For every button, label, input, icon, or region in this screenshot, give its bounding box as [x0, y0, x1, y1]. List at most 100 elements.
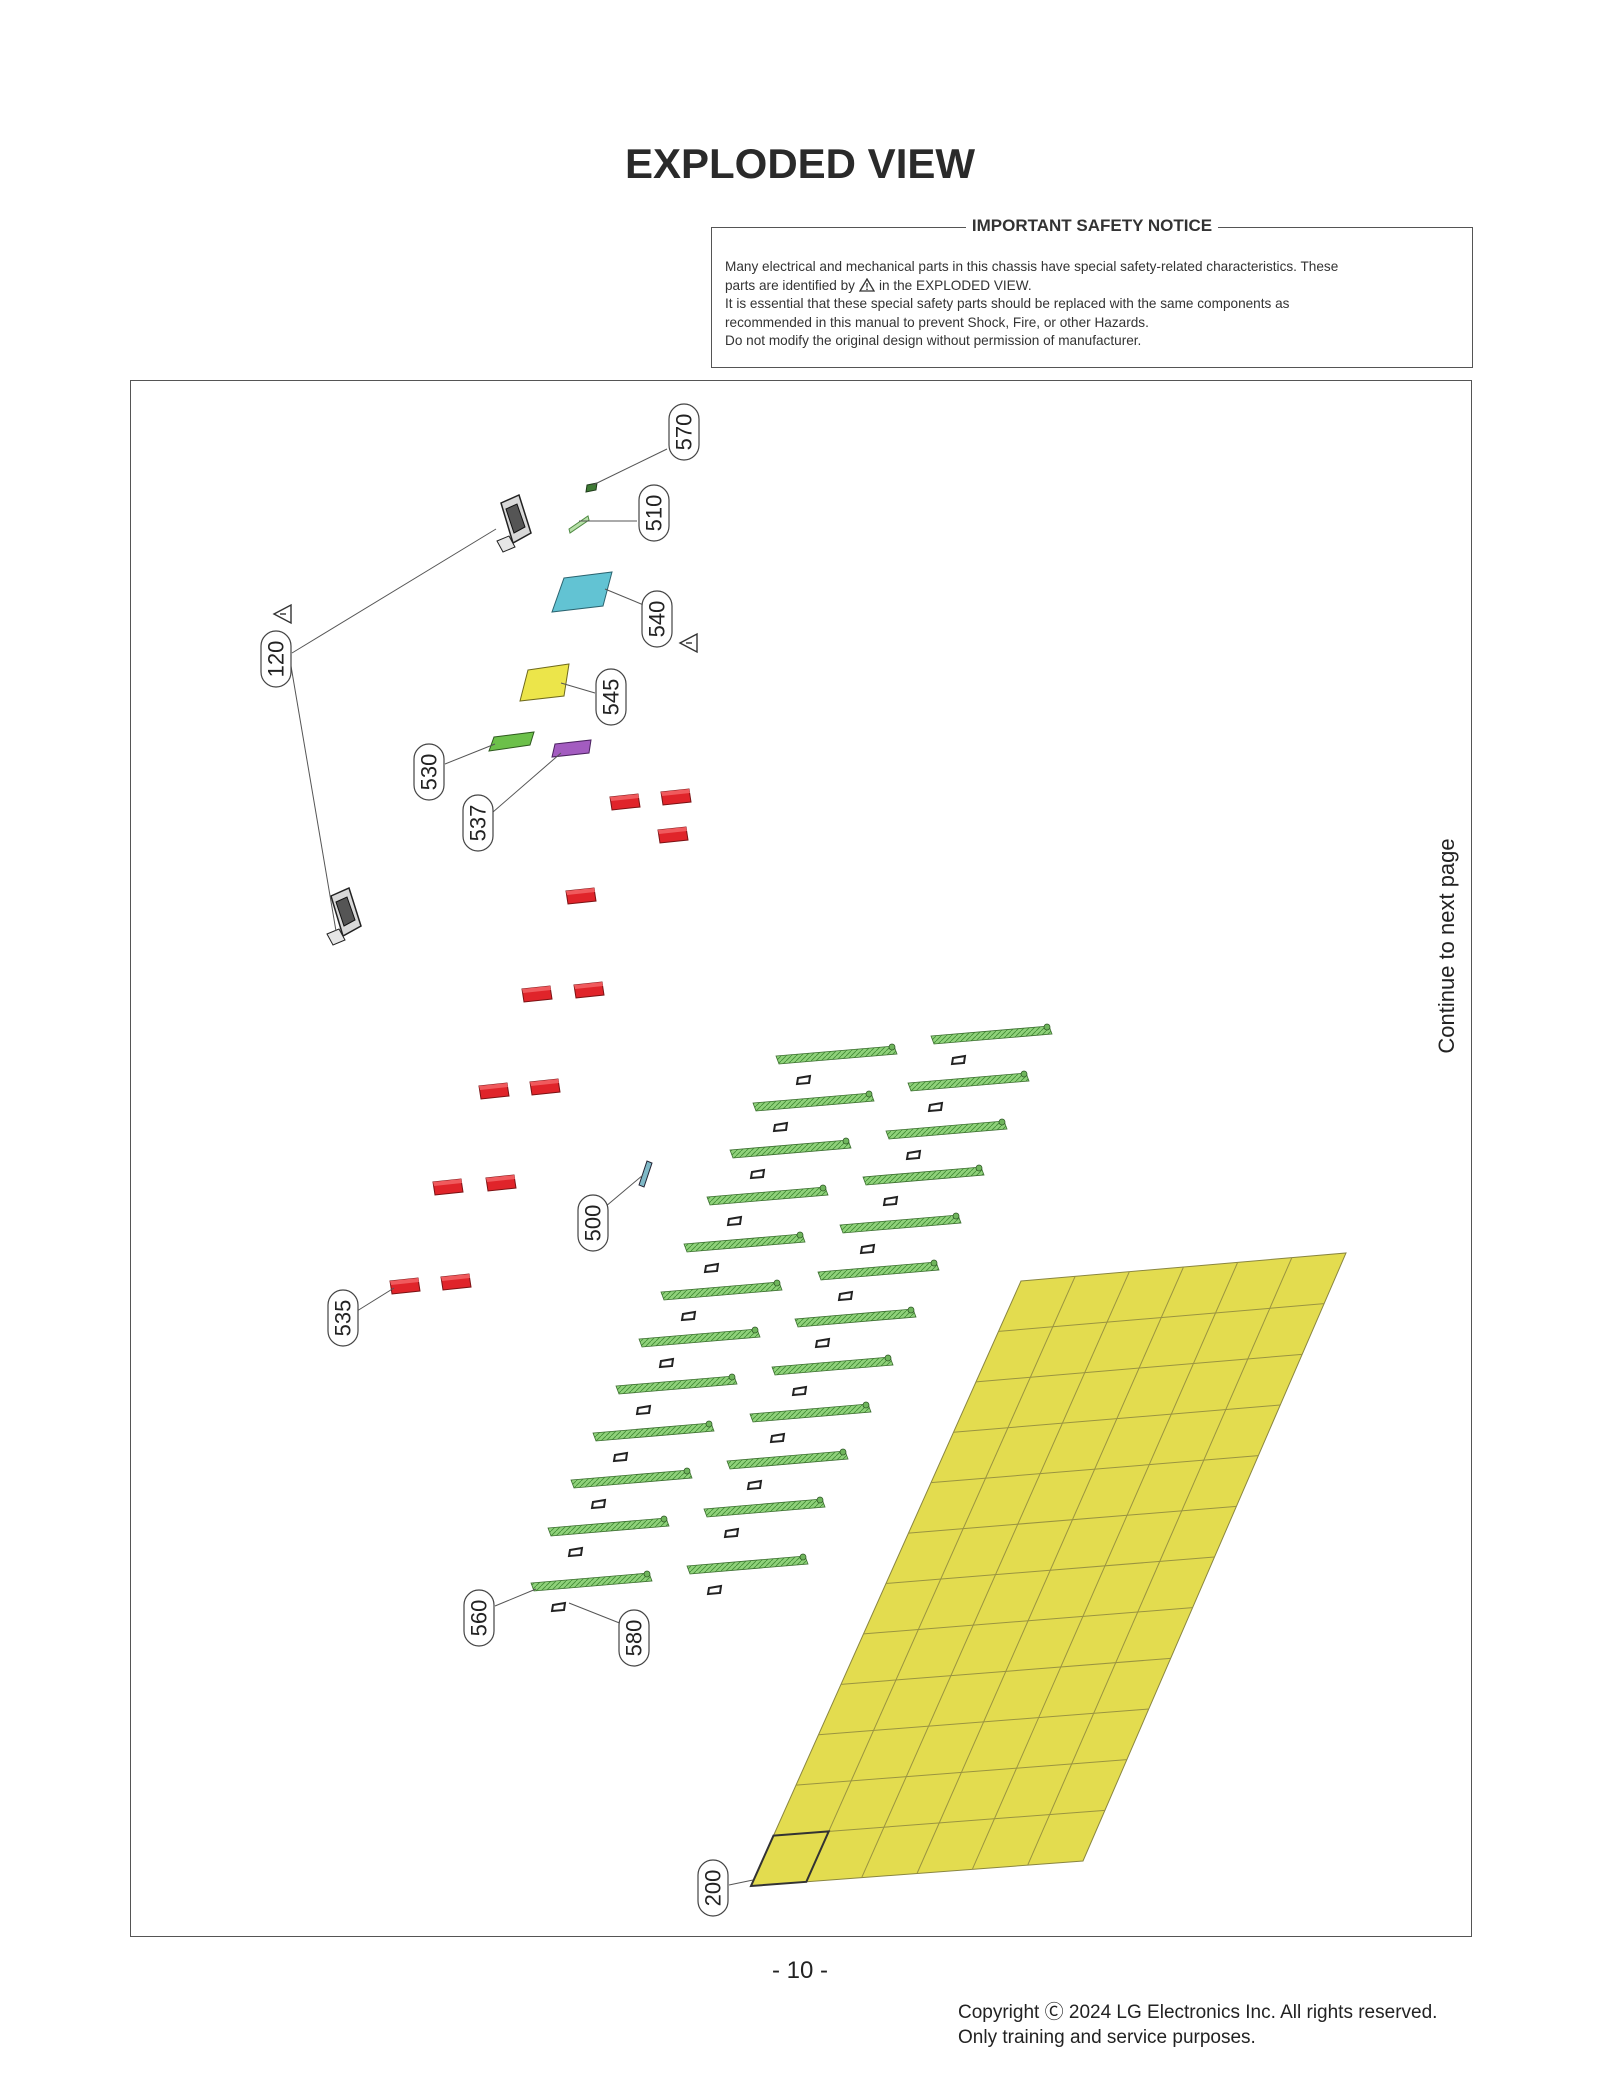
safety-notice-body: Many electrical and mechanical parts in … [725, 258, 1459, 351]
led-connector [796, 1231, 804, 1239]
callout-leader [568, 1602, 623, 1625]
led-clip [723, 1527, 740, 1539]
red-part-top [390, 1278, 419, 1285]
notice-line-4: recommended in this manual to prevent Sh… [725, 314, 1149, 330]
red-part-top [658, 827, 687, 834]
led-bar [726, 1450, 849, 1470]
led-connector [819, 1184, 827, 1192]
callout-label: 540 [645, 601, 670, 638]
callout-label: 500 [581, 1205, 606, 1242]
led-clip [772, 1121, 789, 1133]
boards [326, 482, 653, 1188]
notice-line-5: Do not modify the original design withou… [725, 333, 1142, 348]
led-connector [952, 1212, 960, 1220]
led-clip [795, 1074, 812, 1086]
callout-label: 570 [672, 414, 697, 451]
red-parts [389, 788, 692, 1295]
callout-560: 560 [463, 1588, 537, 1647]
callout-bubble [668, 403, 700, 461]
warning-triangle-icon [272, 603, 292, 625]
led-bar [794, 1308, 917, 1328]
led-bar [862, 1166, 985, 1186]
led-bar [930, 1025, 1053, 1045]
led-connector [862, 1401, 870, 1409]
led-bar [775, 1045, 898, 1065]
led-connector [728, 1373, 736, 1381]
led-connector [660, 1515, 668, 1523]
warning-triangle-outline [678, 632, 698, 654]
panel-grid-line [885, 1556, 1215, 1584]
panel-grid-line [953, 1404, 1281, 1433]
red-part-top [433, 1179, 462, 1186]
led-clip [550, 1601, 567, 1613]
led-connector [888, 1043, 896, 1051]
led-bar [530, 1572, 653, 1592]
callout-label: 200 [701, 1870, 726, 1907]
led-connector [975, 1164, 983, 1172]
callout-545: 545 [560, 668, 627, 726]
callout-leader [492, 752, 562, 813]
led-bar [817, 1261, 940, 1281]
led-clip [635, 1404, 652, 1416]
panel-grid-line [998, 1303, 1325, 1332]
led-connector [839, 1448, 847, 1456]
red-part-top [530, 1079, 559, 1086]
led-bar [885, 1120, 1008, 1140]
callout-bubble [595, 668, 627, 726]
led-clip [746, 1479, 763, 1491]
led-clip [680, 1310, 697, 1322]
safety-notice: IMPORTANT SAFETY NOTICE Many electrical … [711, 216, 1473, 368]
callout-510: 510 [579, 484, 670, 542]
copyright: Copyright Ⓒ 2024 LG Electronics Inc. All… [958, 2000, 1437, 2050]
safety-notice-heading: IMPORTANT SAFETY NOTICE [965, 216, 1219, 235]
callout-label: 545 [599, 679, 624, 716]
red-part-top [441, 1274, 470, 1281]
callout-bubble [641, 590, 673, 648]
callout-label: 560 [467, 1600, 492, 1637]
callout-bubble [327, 1289, 359, 1347]
callout-bubble [577, 1194, 609, 1252]
led-clip [749, 1168, 766, 1180]
callout-200: 200 [697, 1859, 754, 1917]
led-clip [726, 1215, 743, 1227]
board-530 [488, 731, 535, 752]
power-board-545 [519, 663, 570, 702]
led-bar [703, 1498, 826, 1518]
led-bar [547, 1517, 670, 1537]
speaker-bracket [326, 928, 346, 946]
led-clip [612, 1451, 629, 1463]
callout-label: 530 [417, 754, 442, 791]
callout-leader [291, 528, 497, 654]
panel-grid-line [840, 1657, 1171, 1685]
callout-bubble [638, 484, 670, 542]
panel-grid-line [908, 1505, 1237, 1534]
led-clip [703, 1262, 720, 1274]
red-part-top [479, 1083, 508, 1090]
led-bars [530, 1023, 1053, 1613]
panel-grid-line [795, 1759, 1127, 1786]
callout-leader [444, 743, 496, 765]
panel-grid-line [975, 1353, 1303, 1383]
led-clip [837, 1290, 854, 1302]
page-number: - 10 - [771, 1957, 828, 1984]
led-clip [658, 1357, 675, 1369]
callout-label: 580 [622, 1620, 647, 1657]
led-connector [865, 1090, 873, 1098]
panel-grid-line [863, 1607, 1193, 1635]
panel-grid-line [930, 1455, 1259, 1484]
led-connector [683, 1467, 691, 1475]
callout-530: 530 [413, 743, 496, 801]
led-bar [570, 1469, 693, 1489]
led-clip [769, 1432, 786, 1444]
warning-triangle-icon [858, 277, 875, 292]
led-bar [749, 1403, 872, 1423]
copyright-line-1: Copyright Ⓒ 2024 LG Electronics Inc. All… [958, 2002, 1438, 2023]
callout-leader [728, 1879, 754, 1886]
led-connector [1043, 1023, 1051, 1031]
red-part-top [574, 982, 603, 989]
page-title: EXPLODED VIEW [624, 140, 976, 187]
red-part-top [661, 789, 690, 796]
led-bar [771, 1356, 894, 1376]
led-connector [907, 1306, 915, 1314]
